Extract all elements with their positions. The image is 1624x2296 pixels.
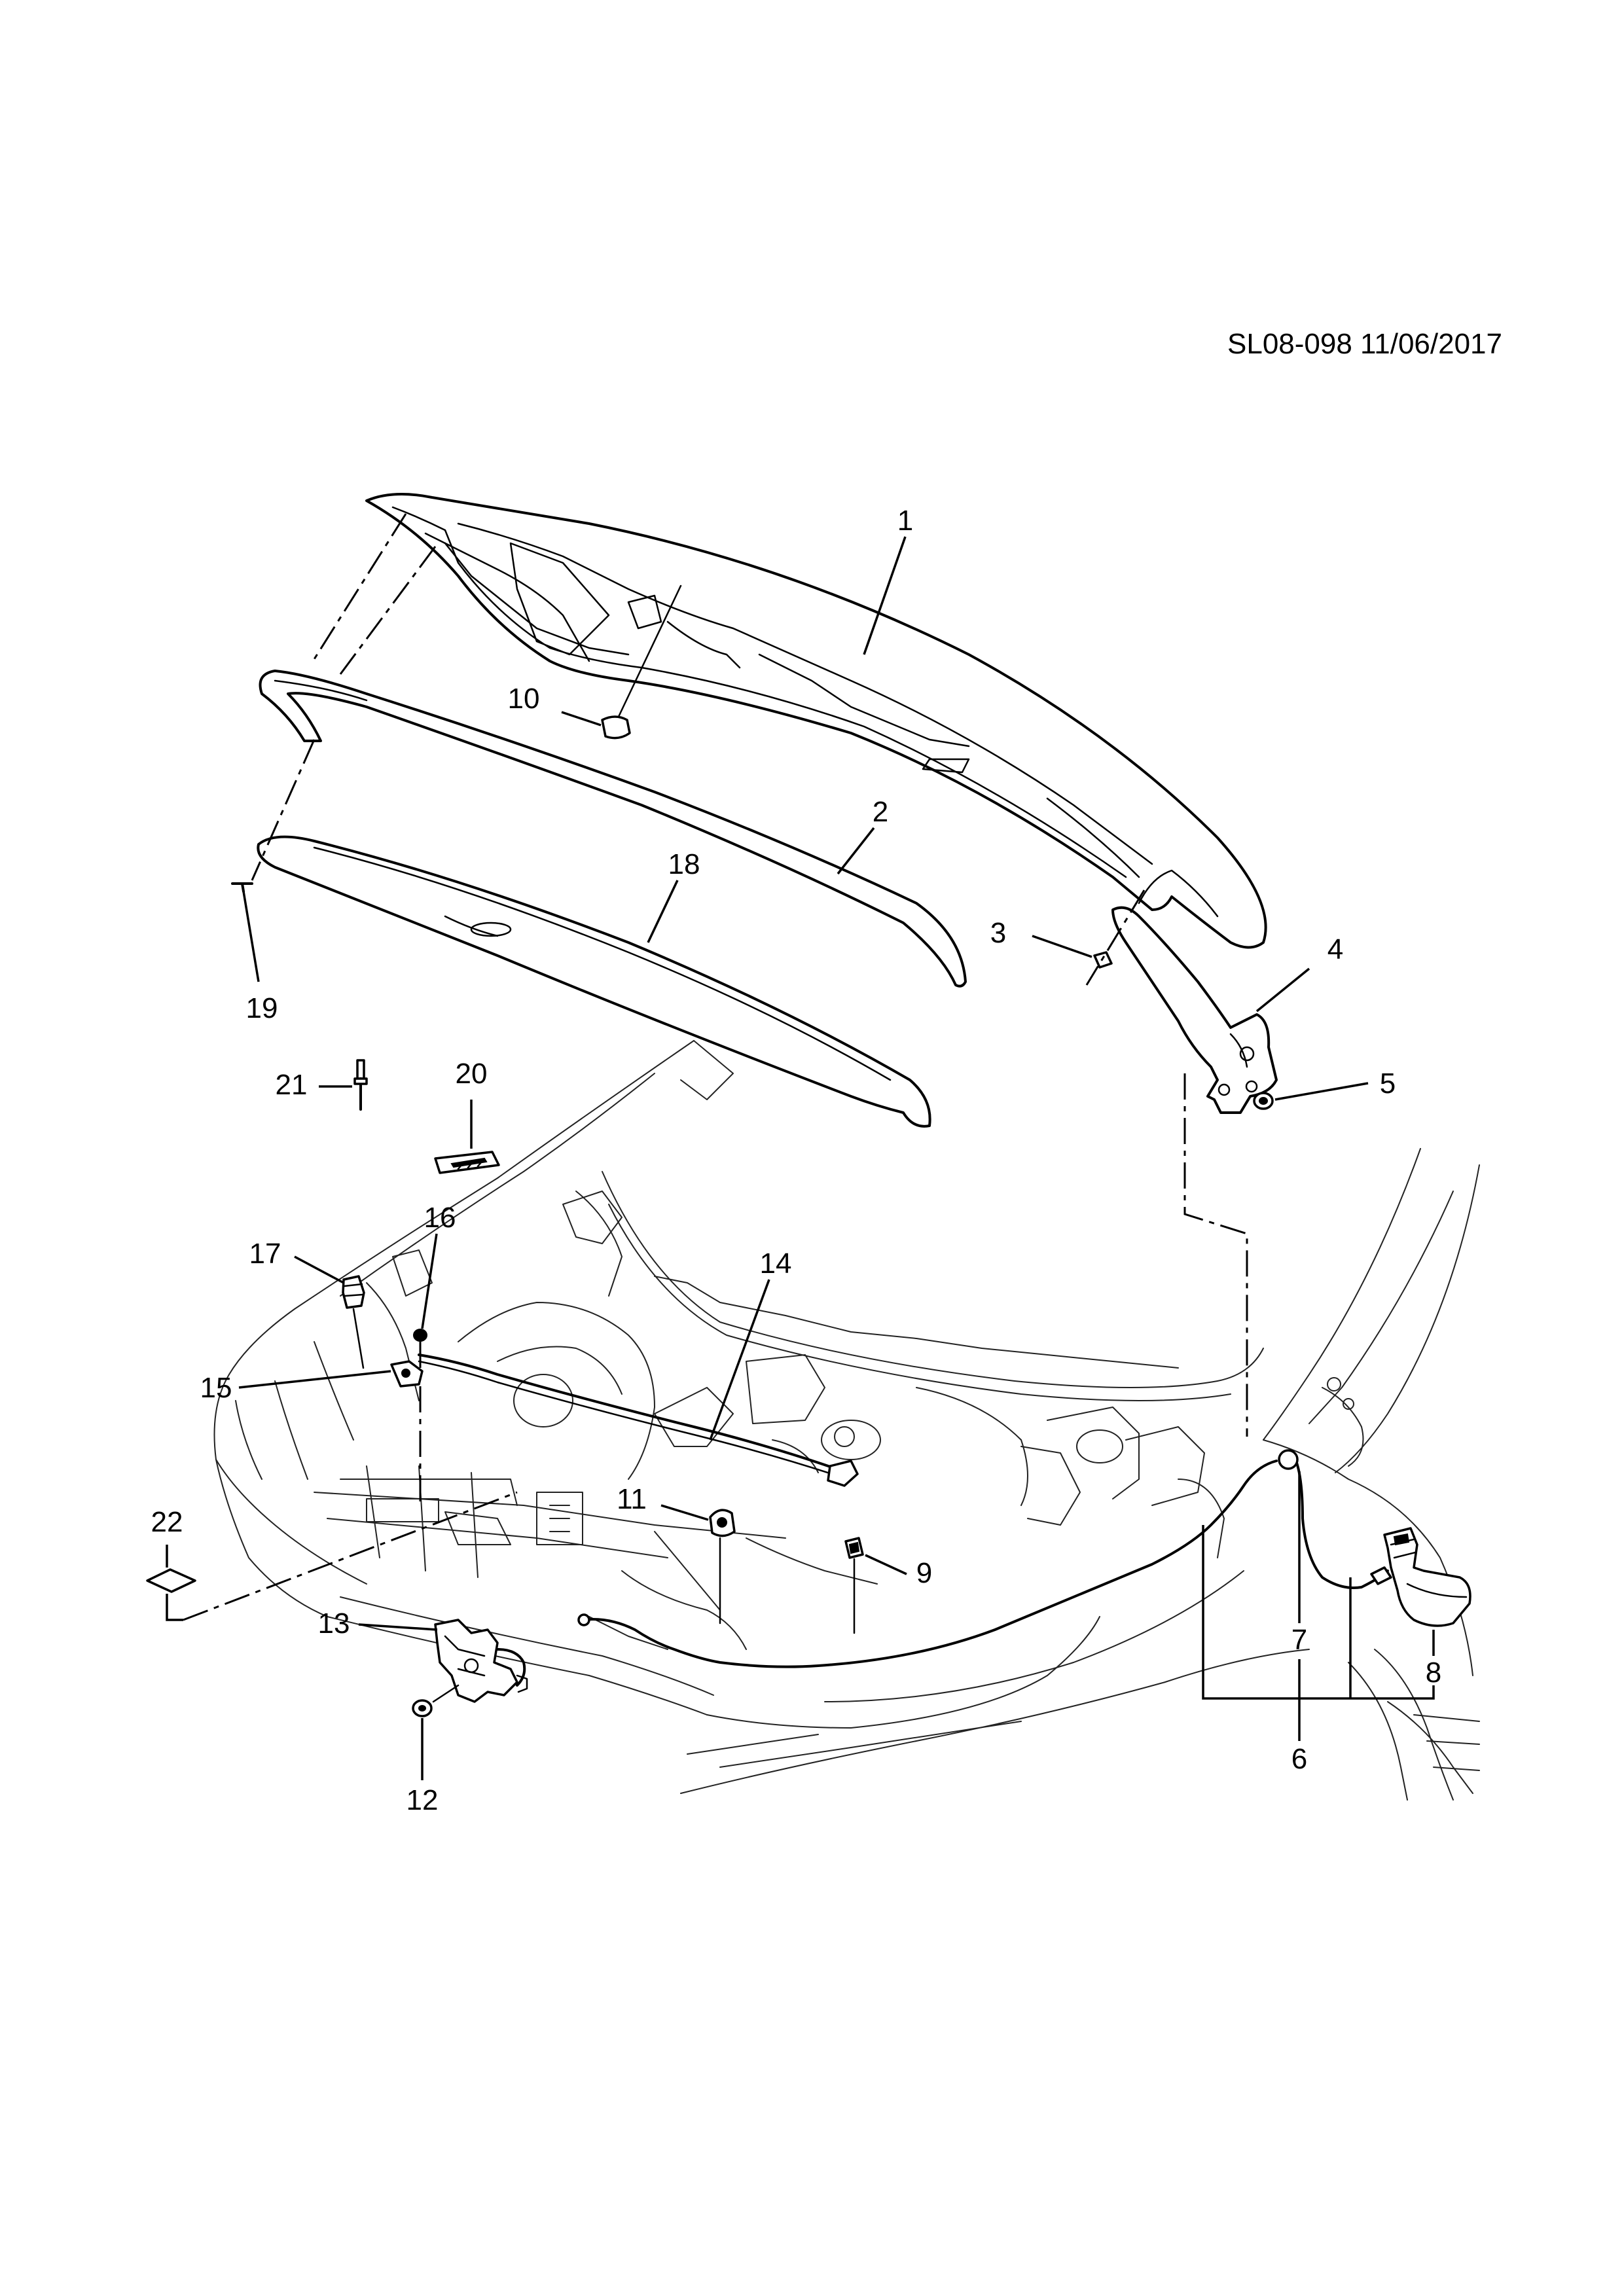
callout-2: 2 xyxy=(873,796,888,828)
rod-bracket xyxy=(390,1360,424,1388)
rod-retainer xyxy=(342,1275,365,1309)
release-cable xyxy=(577,1449,1392,1668)
vehicle-front-body xyxy=(213,1040,1480,1801)
callout-5: 5 xyxy=(1380,1067,1396,1100)
hood-hinge xyxy=(1111,906,1278,1114)
callout-7: 7 xyxy=(1291,1624,1307,1656)
callout-12: 12 xyxy=(406,1784,439,1816)
latch-bolt xyxy=(412,1699,433,1717)
callout-6: 6 xyxy=(1291,1743,1307,1775)
callout-22: 22 xyxy=(151,1506,183,1538)
hood-seal xyxy=(259,670,967,988)
drawing-id: SL08-098 11/06/2017 xyxy=(1227,328,1502,360)
callout-1: 1 xyxy=(897,505,913,537)
rivet xyxy=(353,1059,368,1111)
callout-19: 19 xyxy=(246,992,278,1024)
insulator xyxy=(257,835,931,1128)
support-rod xyxy=(418,1354,859,1487)
callout-20: 20 xyxy=(456,1058,488,1090)
callout-4: 4 xyxy=(1327,933,1343,965)
callout-16: 16 xyxy=(424,1202,456,1234)
callout-13: 13 xyxy=(318,1607,350,1640)
label-20 xyxy=(434,1151,500,1174)
callout-9: 9 xyxy=(916,1557,932,1589)
screw-16 xyxy=(413,1329,427,1342)
callout-17: 17 xyxy=(249,1238,281,1270)
hood-latch xyxy=(434,1619,528,1703)
bumper xyxy=(601,715,631,740)
retainer-19 xyxy=(231,882,253,893)
release-handle xyxy=(1383,1527,1471,1627)
hood-panel xyxy=(365,493,1267,949)
label-22 xyxy=(146,1568,196,1593)
callout-15: 15 xyxy=(200,1372,232,1404)
bolt-5 xyxy=(1253,1092,1274,1110)
callout-18: 18 xyxy=(668,848,700,880)
callout-10: 10 xyxy=(508,683,540,715)
callout-21: 21 xyxy=(276,1069,308,1101)
grommet xyxy=(709,1509,736,1537)
callout-14: 14 xyxy=(760,1247,792,1280)
callout-3: 3 xyxy=(990,917,1006,949)
callout-8: 8 xyxy=(1426,1657,1441,1689)
callout-11: 11 xyxy=(617,1483,647,1515)
clip-9 xyxy=(844,1537,864,1559)
